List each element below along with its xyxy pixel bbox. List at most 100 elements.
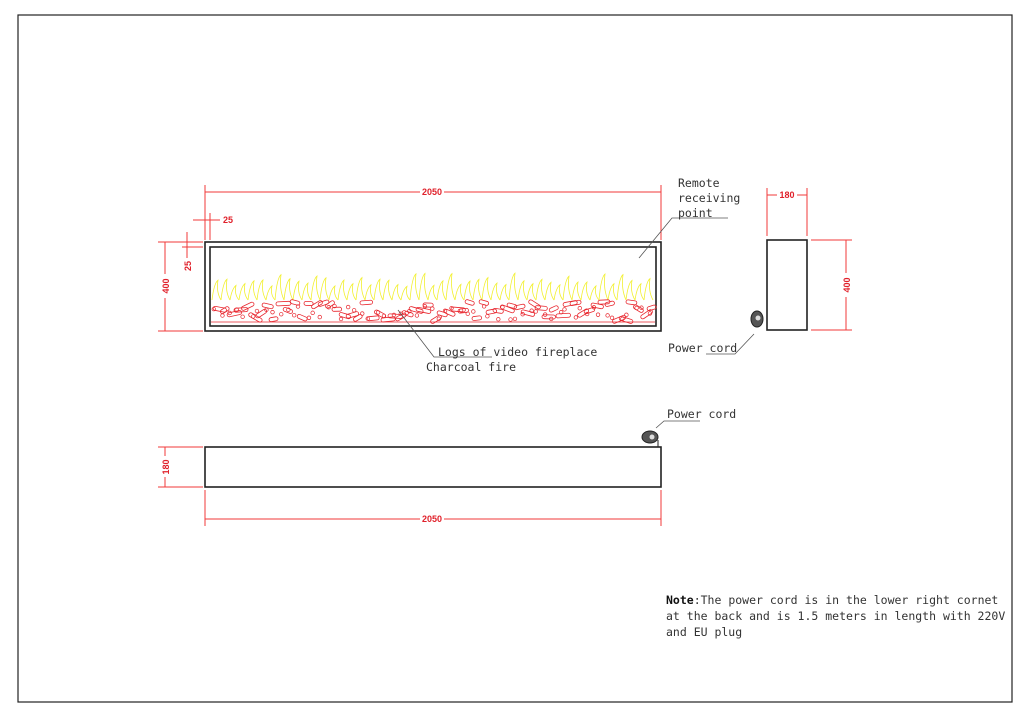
flame-mark — [517, 279, 528, 301]
log-mark — [513, 303, 526, 311]
flame-mark — [364, 283, 375, 301]
log-mark — [345, 311, 360, 319]
log-end-mark — [381, 313, 387, 318]
flame-mark — [346, 282, 357, 301]
flame-mark — [274, 273, 285, 301]
log-end-mark — [605, 313, 610, 318]
log-mark — [485, 308, 498, 315]
log-end-mark — [609, 315, 615, 320]
log-mark — [625, 299, 638, 306]
log-end-mark — [634, 305, 639, 311]
log-end-mark — [391, 312, 397, 318]
log-end-mark — [422, 304, 428, 309]
log-mark — [331, 306, 343, 312]
log-end-mark — [279, 312, 284, 317]
log-end-mark — [240, 314, 245, 319]
log-end-mark — [295, 304, 301, 309]
side-power-cord-label: Power cord — [668, 341, 737, 355]
flame-mark — [355, 276, 366, 301]
log-end-mark — [584, 311, 590, 317]
log-mark — [604, 300, 615, 307]
log-mark — [471, 315, 483, 321]
log-end-mark — [485, 314, 490, 319]
flame-mark — [553, 283, 564, 301]
remote-label-line1: Remote — [678, 176, 720, 190]
log-mark — [289, 299, 301, 306]
flame-mark — [328, 284, 339, 301]
top-profile — [204, 446, 662, 488]
log-end-mark — [508, 317, 513, 322]
note-line2: at the back and is 1.5 meters in length … — [666, 609, 1005, 623]
log-end-mark — [465, 311, 470, 316]
flame-mark — [472, 278, 483, 301]
note-line3: and EU plug — [666, 625, 742, 639]
side-depth-dimension: 180 — [766, 188, 808, 236]
log-mark — [268, 316, 279, 323]
log-mark — [296, 313, 308, 322]
log-pattern — [211, 299, 657, 324]
front-height-dimension: 400 — [158, 241, 203, 332]
log-mark — [366, 315, 380, 322]
log-mark — [311, 300, 323, 310]
flame-mark — [445, 272, 456, 301]
log-end-mark — [458, 308, 464, 313]
log-mark — [422, 302, 434, 308]
flame-mark — [499, 283, 510, 301]
top-view: 180 2050 Power cord — [158, 407, 736, 526]
log-mark — [534, 305, 548, 311]
log-end-mark — [442, 308, 448, 313]
flame-mark — [427, 284, 438, 301]
log-mark — [640, 309, 653, 320]
log-end-mark — [647, 311, 653, 316]
log-mark — [317, 299, 330, 307]
log-mark — [633, 304, 644, 313]
log-end-mark — [211, 306, 216, 312]
top-width-label: 2050 — [422, 514, 442, 524]
log-end-mark — [529, 308, 534, 313]
log-end-mark — [533, 309, 538, 314]
side-depth-label: 180 — [779, 190, 794, 200]
log-end-mark — [407, 309, 412, 314]
log-end-mark — [338, 316, 344, 322]
side-height-dimension: 400 — [811, 239, 852, 331]
log-end-mark — [481, 304, 487, 309]
log-mark — [220, 306, 230, 314]
note-line1-text: :The power cord is in the lower right co… — [694, 593, 999, 607]
flame-mark — [598, 273, 609, 301]
note-line1: Note:The power cord is in the lower righ… — [666, 593, 998, 607]
log-mark — [436, 310, 448, 318]
flame-mark — [607, 282, 618, 301]
log-end-mark — [264, 307, 269, 312]
log-mark — [506, 302, 518, 309]
log-end-mark — [360, 311, 365, 316]
log-end-mark — [471, 309, 476, 314]
flame-mark — [409, 272, 420, 301]
log-mark — [275, 300, 292, 307]
log-end-mark — [620, 316, 625, 321]
log-end-mark — [496, 317, 501, 322]
flame-mark — [544, 281, 555, 301]
top-width-dimension: 2050 — [204, 490, 662, 526]
log-end-mark — [500, 305, 505, 310]
log-end-mark — [326, 305, 331, 310]
flame-mark — [229, 284, 240, 301]
sheet-border — [17, 14, 1013, 703]
log-mark — [443, 308, 456, 317]
front-width-dimension: 2050 — [204, 185, 662, 240]
flame-mark — [436, 279, 447, 301]
log-mark — [233, 307, 249, 313]
flame-mark — [634, 282, 645, 301]
note-block: Note:The power cord is in the lower righ… — [666, 593, 1005, 639]
log-end-mark — [512, 316, 518, 322]
flame-mark — [292, 280, 303, 301]
log-end-mark — [449, 306, 454, 311]
front-width-label: 2050 — [422, 187, 442, 197]
flame-mark — [589, 284, 600, 301]
log-mark — [303, 300, 314, 306]
log-mark — [520, 309, 535, 317]
flame-mark — [562, 275, 573, 301]
log-end-mark — [286, 307, 291, 312]
flame-mark — [580, 281, 591, 301]
log-mark — [255, 308, 268, 319]
top-depth-label: 180 — [161, 459, 171, 474]
